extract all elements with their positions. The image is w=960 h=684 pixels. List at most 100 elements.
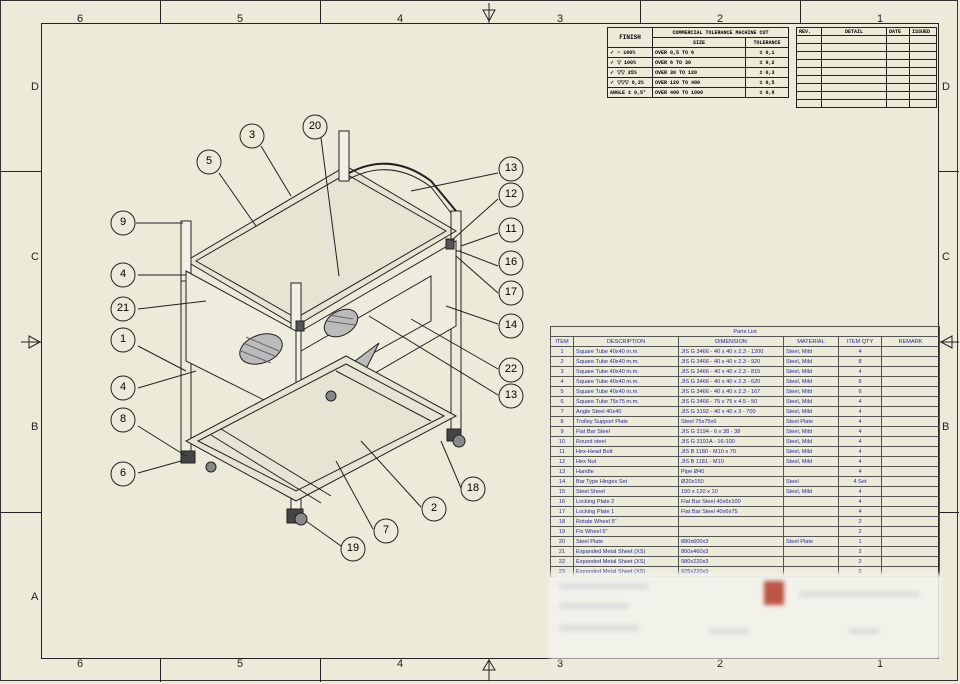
balloon-label: 4 [119,268,127,280]
zone-row-d-left: D [31,81,39,93]
item-description: Square Tube 40x40 m.m. [573,386,679,397]
tolerance-value: ± 0,8 [745,87,789,98]
balloon-label: 20 [308,120,322,132]
item-number: 9 [550,426,574,437]
zone-row-a-left: A [31,591,39,603]
item-description: Bar Type Hinges Set [573,476,679,487]
balloon-label: 8 [119,413,127,425]
balloon-label: 14 [504,319,518,331]
item-description: Expanded Metal Sheet (XS) [573,556,679,567]
item-dimension: Flat Bar Steel 40x6x75 [678,506,784,517]
item-description: Trolley Support Plate [573,416,679,427]
item-description: Square Tube 40x40 m.m. [573,376,679,387]
item-material: Steel, Mild [783,356,839,367]
item-number: 16 [550,496,574,507]
item-dimension: 860x460x3 [678,546,784,557]
item-qty: 2 [838,526,882,537]
item-qty: 4 [838,416,882,427]
item-description: Handle [573,466,679,477]
item-number: 17 [550,506,574,517]
col-item-qty: ITEM QTY [838,336,882,347]
item-qty: 4 [838,496,882,507]
item-dimension: JIS B 1181 - M10 [678,456,784,467]
item-material: Steel, Mild [783,376,839,387]
item-number: 22 [550,556,574,567]
item-qty: 8 [838,356,882,367]
zone-tick [1,171,41,172]
item-material: Steel, Mild [783,386,839,397]
item-description: Steel Plate [573,536,679,547]
item-remark [881,366,940,377]
item-number: 6 [550,396,574,407]
item-material [783,516,839,527]
item-number: 14 [550,476,574,487]
item-qty: 8 [838,376,882,387]
item-material: Steel, Mild [783,456,839,467]
item-number: 5 [550,386,574,397]
item-dimension: JIS G 3192 - 40 x 40 x 3 - 700 [678,406,784,417]
item-dimension: JIS G 3191A - 16-100 [678,436,784,447]
item-remark [881,466,940,477]
item-description: Round steel [573,436,679,447]
balloon-label: 13 [504,162,518,174]
tolerance-row: ANGLE ± 0,5° OVER 400 TO 1000 ± 0,8 [607,87,789,98]
parts-list-title: Parts List [550,326,940,337]
balloon-label: 18 [466,482,480,494]
col-remark: REMARK [881,336,940,347]
item-dimension [678,526,784,537]
item-description: Hex Nut [573,456,679,467]
item-description: Locking Plate 1 [573,506,679,517]
zone-col-5-top: 5 [237,13,244,25]
item-remark [881,476,940,487]
item-dimension: Pipe Ø40 [678,466,784,477]
surface-finish-icon: ✓ ~ [610,49,624,56]
item-remark [881,346,940,357]
revision-table: REV. DETAIL DATE ISSUED [796,27,937,108]
balloon-label: 21 [116,302,130,314]
item-number: 7 [550,406,574,417]
item-number: 13 [550,466,574,477]
item-remark [881,556,940,567]
item-qty: 4 [838,346,882,357]
balloon-label: 1 [119,333,127,345]
item-material: Steel, Mild [783,486,839,497]
title-block-blurred [549,573,941,659]
item-remark [881,416,940,427]
balloon-label: 2 [430,502,438,514]
item-qty: 4 [838,406,882,417]
item-material [783,496,839,507]
item-number: 15 [550,486,574,497]
zone-tick [800,1,801,23]
item-material: Steel Plate [783,536,839,547]
zone-col-6-bottom: 6 [77,658,84,670]
item-description: Rotate Wheel 5" [573,516,679,527]
item-material: Steel Plate [783,416,839,427]
item-qty: 1 [838,536,882,547]
item-number: 8 [550,416,574,427]
zone-col-3-top: 3 [557,13,564,25]
item-material: Steel, Mild [783,406,839,417]
zone-col-3-bottom: 3 [557,658,564,670]
zone-tick [320,1,321,23]
parts-list-header-row: ITEM DESCRIPTION DIMENSION MATERIAL ITEM… [550,336,940,347]
item-remark [881,516,940,527]
item-number: 20 [550,536,574,547]
item-remark [881,406,940,417]
item-qty: 4 [838,396,882,407]
balloon-label: 17 [504,286,518,298]
balloon-label: 9 [119,216,127,228]
